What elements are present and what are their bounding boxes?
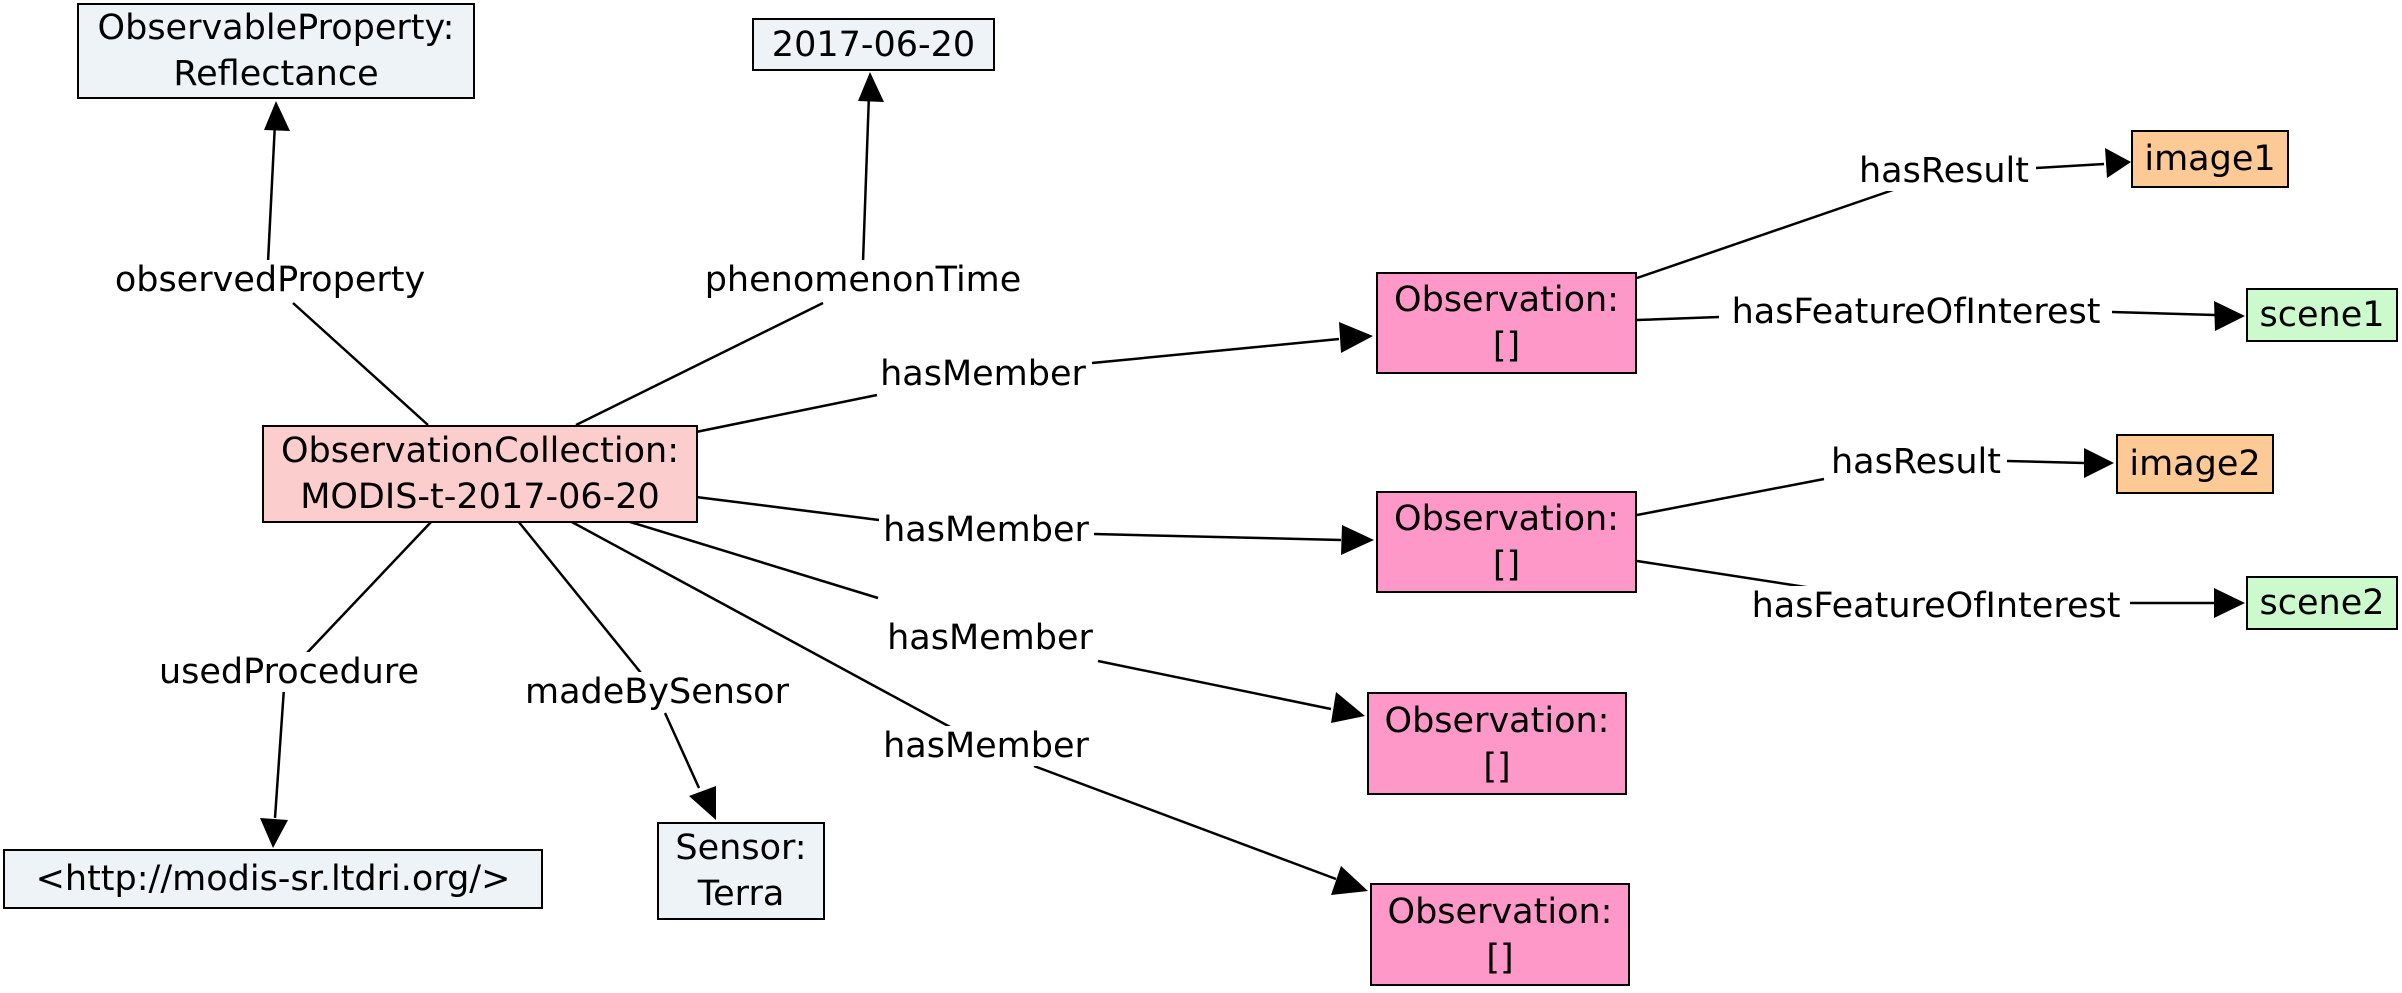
arrowhead-has-member-2 — [1341, 525, 1374, 555]
arrowhead-has-feature-2 — [2214, 588, 2245, 618]
edge-label-has-member-2: hasMember — [879, 510, 1093, 550]
edge-used-procedure-line — [273, 687, 286, 819]
node-observable-property-type: ObservableProperty: — [97, 8, 455, 48]
edge-has-member-4-line — [569, 519, 953, 730]
node-procedure-label: <http://modis-sr.ltdri.org/> — [35, 859, 511, 899]
node-observation-collection-id: MODIS-t-2017-06-20 — [300, 477, 660, 517]
edge-used-procedure-line — [304, 520, 433, 656]
edge-has-feature-1-line — [1636, 315, 1720, 322]
node-observation-1-type: Observation: — [1394, 280, 1619, 320]
edge-phenomenon-time-line — [575, 301, 824, 427]
arrowhead-observed-property — [264, 101, 290, 131]
arrowhead-has-result-2 — [2084, 448, 2114, 478]
edge-made-by-sensor-line — [663, 712, 701, 789]
node-observation-2: Observation: [] — [1376, 491, 1637, 593]
node-observable-property-value: Reflectance — [173, 54, 379, 94]
node-phenomenon-date: 2017-06-20 — [752, 18, 995, 71]
edge-observed-property-line — [292, 302, 429, 426]
arrowhead-has-member-3 — [1331, 692, 1365, 723]
arrowhead-made-by-sensor — [689, 786, 716, 820]
node-image1: image1 — [2131, 130, 2289, 188]
node-observation-collection-type: ObservationCollection: — [280, 431, 680, 471]
arrowhead-used-procedure — [260, 818, 288, 848]
node-procedure: <http://modis-sr.ltdri.org/> — [3, 849, 543, 909]
node-image1-label: image1 — [2144, 139, 2276, 179]
node-phenomenon-date-label: 2017-06-20 — [771, 24, 976, 65]
edge-label-has-member-4: hasMember — [879, 726, 1093, 766]
edge-label-used-procedure: usedProcedure — [154, 652, 424, 692]
arrowhead-phenomenon-time — [858, 72, 884, 102]
edge-has-feature-2-line — [1636, 559, 1813, 590]
node-observation-1-value: [] — [1492, 326, 1521, 366]
edge-observed-property-line — [266, 122, 277, 263]
edge-has-member-1-line — [1091, 337, 1340, 365]
node-observation-4: Observation: [] — [1370, 883, 1630, 986]
edge-phenomenon-time-line — [861, 93, 871, 263]
node-observation-3-value: [] — [1483, 746, 1511, 787]
node-scene2-label: scene2 — [2259, 583, 2385, 623]
edge-has-member-2-line — [1093, 532, 1342, 542]
node-scene1: scene1 — [2246, 288, 2398, 342]
node-sensor-type: Sensor: — [675, 828, 807, 868]
node-sensor-name: Terra — [697, 874, 785, 914]
node-observation-3-type: Observation: — [1384, 700, 1610, 741]
edge-has-result-2-line — [1636, 477, 1825, 517]
arrowhead-has-feature-1 — [2214, 301, 2245, 331]
node-image2: image2 — [2116, 434, 2274, 494]
edge-has-result-1-line — [2035, 162, 2105, 170]
edge-label-has-member-1: hasMember — [876, 354, 1090, 394]
edge-label-has-member-3: hasMember — [883, 618, 1097, 658]
edge-has-member-3-line — [1097, 659, 1332, 711]
node-scene1-label: scene1 — [2259, 295, 2385, 335]
edge-label-has-feature-1: hasFeatureOfInterest — [1727, 292, 2105, 332]
node-observation-3: Observation: [] — [1367, 692, 1627, 795]
edge-has-member-2-line — [695, 495, 880, 522]
edge-label-has-result-2: hasResult — [1826, 442, 2006, 482]
node-observation-collection: ObservationCollection: MODIS-t-2017-06-2… — [262, 425, 698, 523]
node-observation-4-value: [] — [1486, 937, 1514, 978]
edge-has-result-2-line — [2006, 459, 2085, 465]
node-observation-1: Observation: [] — [1376, 272, 1637, 374]
edge-label-phenomenon-time: phenomenonTime — [700, 260, 1026, 300]
node-observation-4-type: Observation: — [1387, 891, 1613, 932]
node-observable-property: ObservableProperty: Reflectance — [77, 3, 475, 99]
edge-has-member-1-line — [695, 393, 878, 434]
node-sensor: Sensor: Terra — [657, 822, 825, 920]
edge-has-result-1-line — [1636, 188, 1894, 280]
edge-label-has-feature-2: hasFeatureOfInterest — [1747, 586, 2125, 626]
arrowhead-has-member-1 — [1339, 322, 1373, 353]
edge-has-feature-1-line — [2111, 310, 2216, 317]
edge-has-member-4-line — [1033, 764, 1337, 881]
node-observation-2-value: [] — [1492, 545, 1521, 585]
edge-label-observed-property: observedProperty — [110, 260, 430, 300]
node-scene2: scene2 — [2246, 576, 2398, 630]
edge-label-made-by-sensor: madeBySensor — [521, 672, 793, 712]
edge-has-member-3-line — [626, 519, 879, 600]
edge-made-by-sensor-line — [517, 520, 642, 674]
edge-label-has-result-1: hasResult — [1854, 151, 2034, 191]
node-observation-2-type: Observation: — [1394, 499, 1619, 539]
arrowhead-has-result-1 — [2105, 148, 2131, 178]
node-image2-label: image2 — [2129, 444, 2261, 484]
arrowhead-has-member-4 — [1331, 866, 1368, 895]
